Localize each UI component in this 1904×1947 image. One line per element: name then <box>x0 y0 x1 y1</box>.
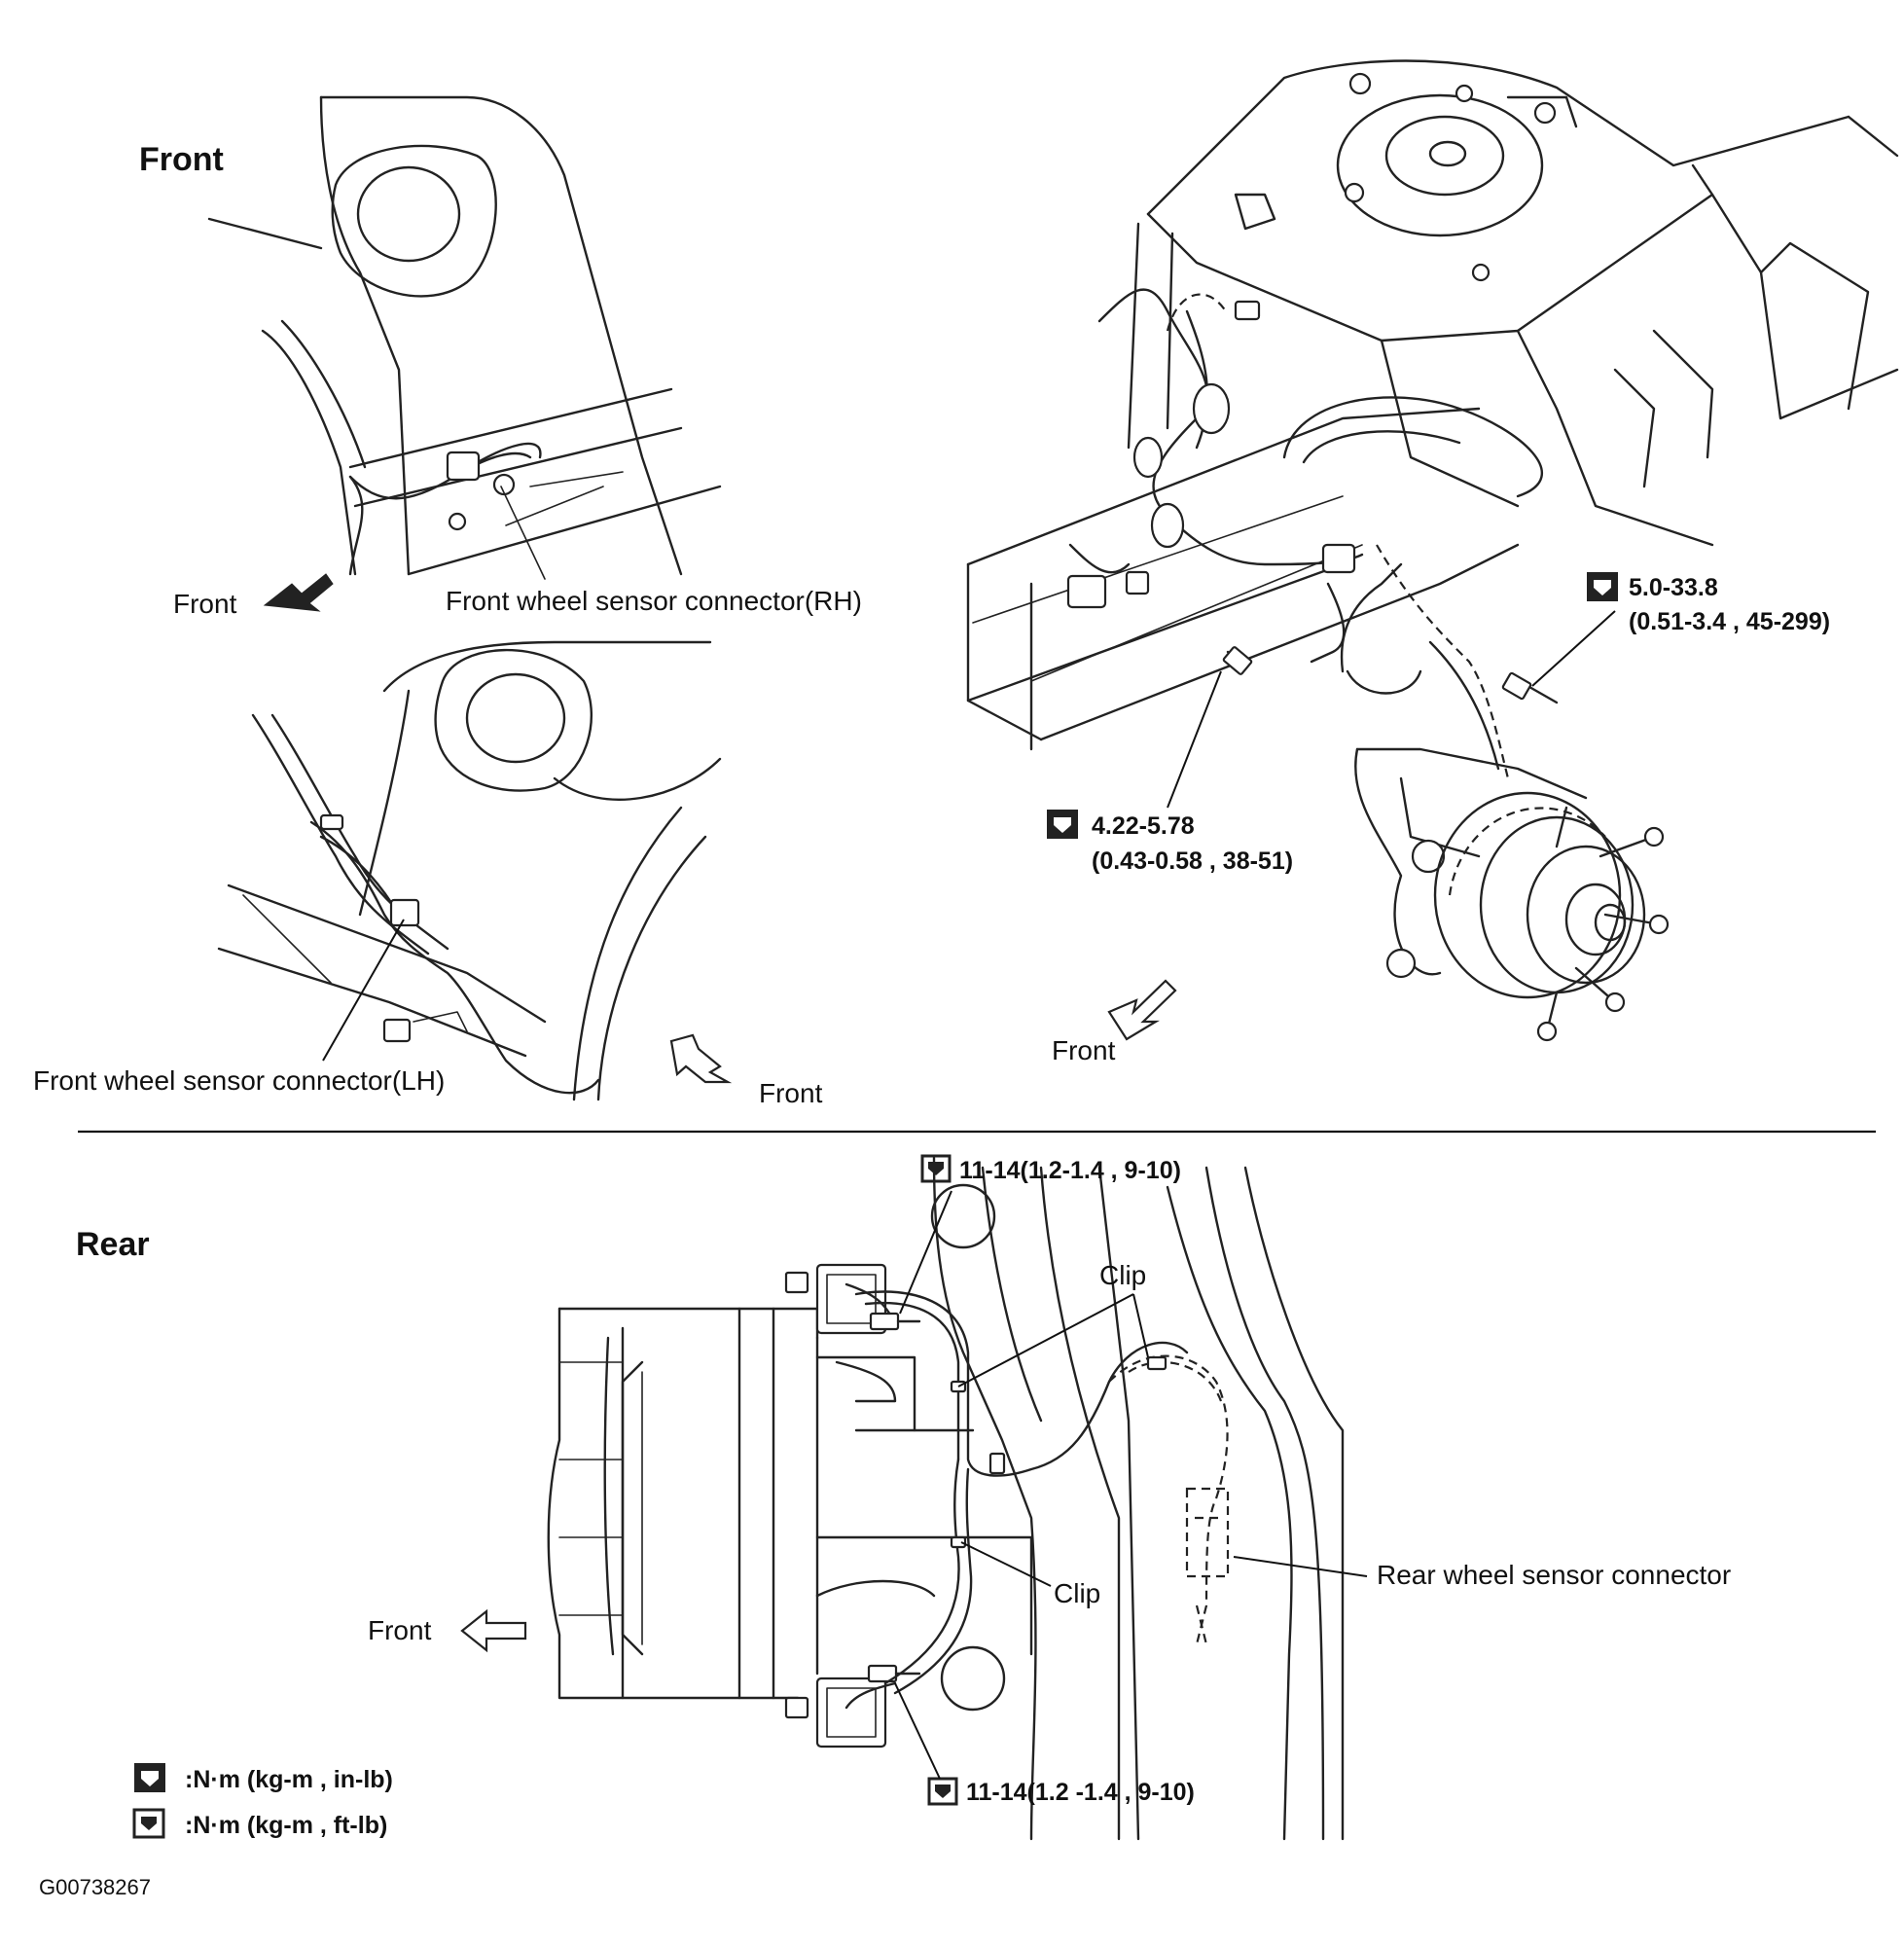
rear-top-torque-value: 11-14(1.2-1.4 , 9-10) <box>959 1157 1181 1184</box>
front-bolt2-torque-value: 4.22-5.78 <box>1092 812 1195 840</box>
front-rh-connector-label: Front wheel sensor connector(RH) <box>446 586 862 616</box>
front-lh-leader-line <box>322 919 405 1062</box>
legend-item2-label: :N·m (kg-m , ft-lb) <box>185 1812 387 1839</box>
rear-heading: Rear <box>76 1226 150 1263</box>
front-rh-illustration <box>207 95 722 580</box>
rear-clip-bottom-leader <box>960 1541 1052 1587</box>
rear-connector-label: Rear wheel sensor connector <box>1377 1560 1731 1590</box>
rear-top-torque-leader <box>899 1190 952 1315</box>
front-lh-connector-label: Front wheel sensor connector(LH) <box>33 1065 445 1096</box>
rear-bottom-torque-value: 11-14(1.2 -1.4 , 9-10) <box>966 1779 1195 1806</box>
rear-clip-top-label: Clip <box>1099 1260 1146 1290</box>
legend-item1-label: :N·m (kg-m , in-lb) <box>185 1766 393 1793</box>
rear-illustration <box>547 1156 1345 1841</box>
front-knuckle-direction-arrow <box>1107 979 1177 1041</box>
rear-connector-leader <box>1233 1556 1368 1577</box>
front-knuckle-illustration <box>966 59 1899 1042</box>
front-bolt1-torque-value: 5.0-33.8 <box>1629 574 1718 601</box>
front-lh-direction-label: Front <box>759 1078 823 1108</box>
front-heading: Front <box>139 141 224 178</box>
front-rh-direction-arrow <box>263 573 334 612</box>
figure-id: G00738267 <box>39 1875 151 1899</box>
front-bolt2-torque-icon <box>1047 810 1078 839</box>
front-bolt2-leader-line <box>1167 670 1222 809</box>
front-lh-illustration <box>217 640 722 1101</box>
rear-direction-arrow <box>460 1608 527 1653</box>
rear-direction-label: Front <box>368 1615 432 1645</box>
rear-clip-top-leader <box>957 1293 1134 1388</box>
front-bolt1-torque-alt: (0.51-3.4 , 45-299) <box>1629 608 1830 635</box>
front-bolt1-leader-line <box>1531 610 1616 687</box>
front-rh-direction-label: Front <box>173 589 237 619</box>
front-bolt1-torque-icon <box>1587 572 1618 601</box>
rear-clip-top-leader-2 <box>1132 1293 1149 1358</box>
rear-bottom-torque-icon <box>927 1777 958 1806</box>
front-lh-direction-arrow <box>669 1033 733 1084</box>
front-knuckle-direction-label: Front <box>1052 1035 1116 1065</box>
legend-item1-icon <box>134 1763 165 1792</box>
rear-bottom-torque-leader <box>894 1682 941 1780</box>
rear-top-torque-icon <box>920 1154 952 1183</box>
front-bolt2-torque-alt: (0.43-0.58 , 38-51) <box>1092 847 1293 875</box>
rear-clip-bottom-label: Clip <box>1054 1578 1100 1608</box>
legend-item2-icon <box>132 1808 165 1839</box>
